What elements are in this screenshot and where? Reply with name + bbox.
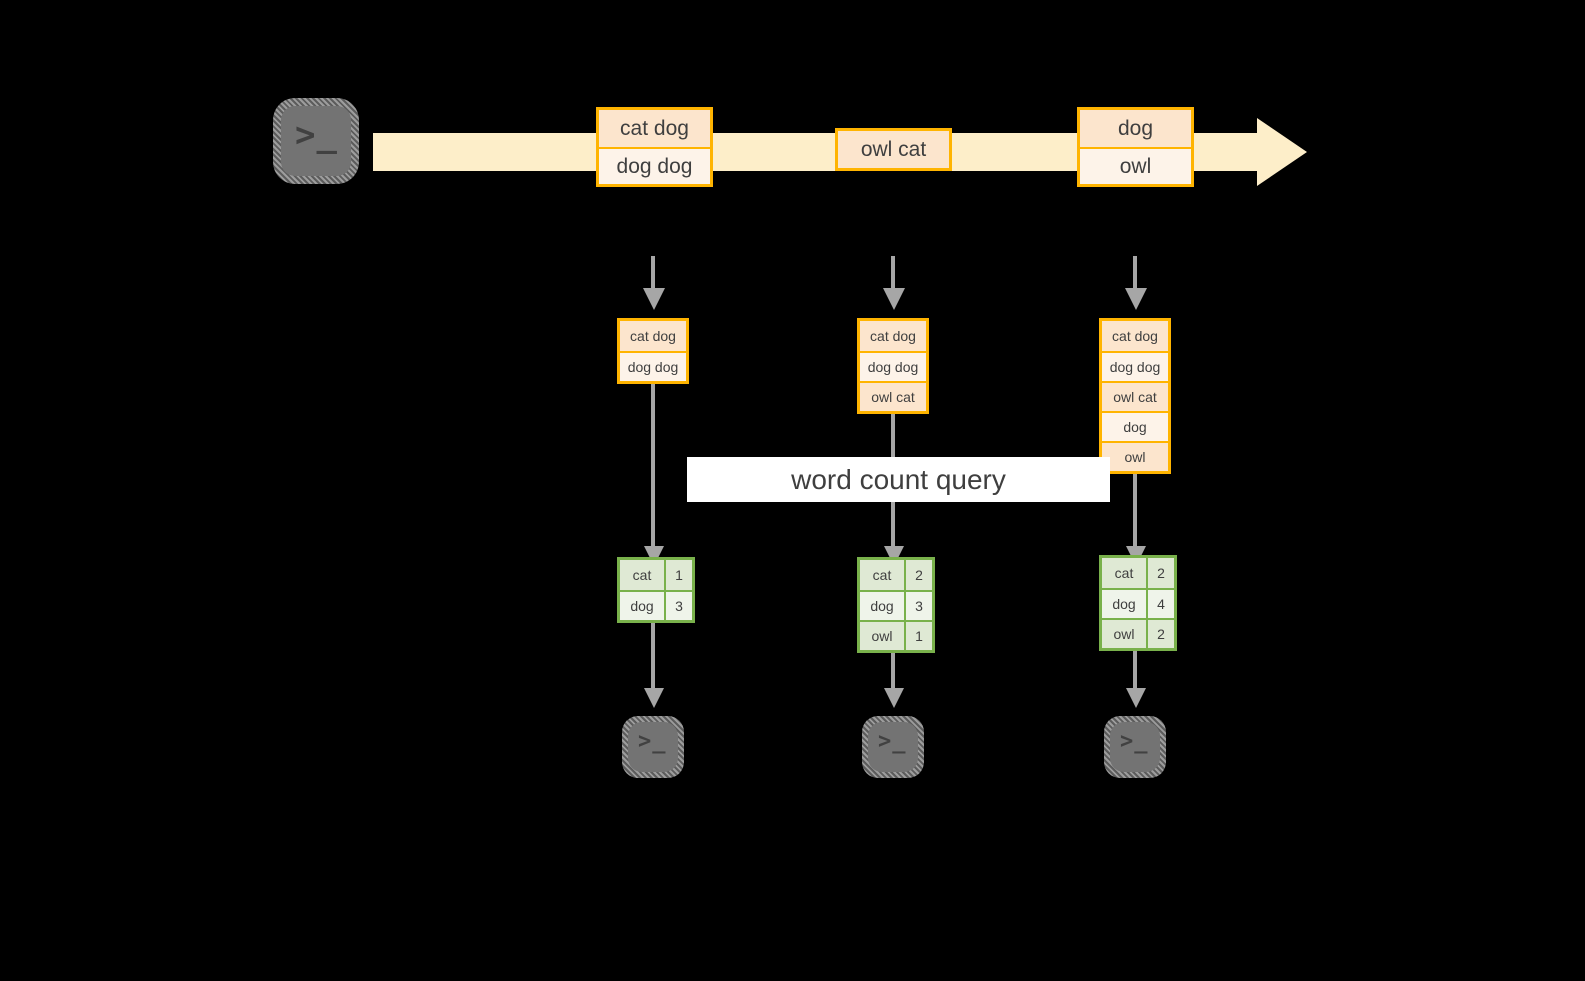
result-word: owl bbox=[1102, 620, 1146, 648]
sink-connector-arrowhead-3 bbox=[1126, 688, 1146, 708]
table-row: owl 1 bbox=[860, 620, 932, 650]
sink-terminal-icon-1: >_ bbox=[622, 716, 684, 778]
terminal-body bbox=[281, 106, 351, 176]
result-word: dog bbox=[860, 592, 904, 620]
record-line: dog dog bbox=[620, 351, 686, 381]
result-count: 4 bbox=[1146, 590, 1174, 618]
sink-connector-arrowhead-1 bbox=[644, 688, 664, 708]
sink-terminal-icon-2: >_ bbox=[862, 716, 924, 778]
dashed-down-arrow-icon-3 bbox=[1133, 256, 1137, 290]
result-word: cat bbox=[620, 560, 664, 590]
terminal-body bbox=[628, 722, 678, 772]
record-line: dog dog bbox=[599, 147, 710, 184]
table-row: cat 2 bbox=[1102, 558, 1174, 588]
result-count: 2 bbox=[1146, 558, 1174, 588]
query-connector-3 bbox=[1133, 474, 1137, 550]
record-line: dog bbox=[1102, 411, 1168, 441]
query-label: word count query bbox=[687, 457, 1110, 502]
sink-connector-1 bbox=[651, 622, 655, 694]
result-table-1: cat 1 dog 3 bbox=[617, 557, 695, 623]
stream-batch-3: dog owl bbox=[1077, 107, 1194, 187]
sink-connector-arrowhead-2 bbox=[884, 688, 904, 708]
stream-arrowhead-icon bbox=[1257, 118, 1307, 186]
result-word: owl bbox=[860, 622, 904, 650]
table-row: owl 2 bbox=[1102, 618, 1174, 648]
terminal-body bbox=[868, 722, 918, 772]
terminal-prompt-glyph: >_ bbox=[1120, 729, 1149, 754]
record-line: cat dog bbox=[860, 321, 926, 351]
result-word: cat bbox=[1102, 558, 1146, 588]
result-count: 3 bbox=[904, 592, 932, 620]
stream-batch-1: cat dog dog dog bbox=[596, 107, 713, 187]
result-count: 1 bbox=[664, 560, 692, 590]
result-count: 3 bbox=[664, 592, 692, 620]
dashed-down-arrowhead-icon-1 bbox=[643, 288, 665, 310]
stream-batch-2: owl cat bbox=[835, 128, 952, 171]
record-line: dog bbox=[1080, 110, 1191, 147]
result-count: 1 bbox=[904, 622, 932, 650]
terminal-body bbox=[1110, 722, 1160, 772]
record-line: owl cat bbox=[860, 381, 926, 411]
query-connector-1 bbox=[651, 382, 655, 550]
result-word: dog bbox=[620, 592, 664, 620]
dashed-down-arrow-icon-1 bbox=[651, 256, 655, 290]
table-row: dog 3 bbox=[620, 590, 692, 620]
terminal-prompt-glyph: >_ bbox=[878, 729, 907, 754]
record-line: cat dog bbox=[1102, 321, 1168, 351]
dashed-down-arrowhead-icon-2 bbox=[883, 288, 905, 310]
table-row: dog 3 bbox=[860, 590, 932, 620]
result-table-2: cat 2 dog 3 owl 1 bbox=[857, 557, 935, 653]
sink-connector-3 bbox=[1133, 650, 1137, 694]
accumulated-records-3: cat dog dog dog owl cat dog owl bbox=[1099, 318, 1171, 474]
result-word: dog bbox=[1102, 590, 1146, 618]
record-line: dog dog bbox=[1102, 351, 1168, 381]
table-row: cat 1 bbox=[620, 560, 692, 590]
accumulated-records-1: cat dog dog dog bbox=[617, 318, 689, 384]
record-line: cat dog bbox=[620, 321, 686, 351]
result-table-3: cat 2 dog 4 owl 2 bbox=[1099, 555, 1177, 651]
sink-terminal-icon-3: >_ bbox=[1104, 716, 1166, 778]
table-row: cat 2 bbox=[860, 560, 932, 590]
record-line: owl cat bbox=[838, 131, 949, 168]
table-row: dog 4 bbox=[1102, 588, 1174, 618]
record-line: owl cat bbox=[1102, 381, 1168, 411]
result-word: cat bbox=[860, 560, 904, 590]
record-line: dog dog bbox=[860, 351, 926, 381]
record-line: owl bbox=[1080, 147, 1191, 184]
sink-connector-2 bbox=[891, 652, 895, 694]
result-count: 2 bbox=[904, 560, 932, 590]
record-line: cat dog bbox=[599, 110, 710, 147]
record-line: owl bbox=[1102, 441, 1168, 471]
dashed-down-arrow-icon-2 bbox=[891, 256, 895, 290]
dashed-down-arrowhead-icon-3 bbox=[1125, 288, 1147, 310]
terminal-prompt-glyph: >_ bbox=[295, 115, 338, 155]
source-terminal-icon: >_ bbox=[273, 98, 359, 184]
result-count: 2 bbox=[1146, 620, 1174, 648]
terminal-prompt-glyph: >_ bbox=[638, 729, 667, 754]
accumulated-records-2: cat dog dog dog owl cat bbox=[857, 318, 929, 414]
